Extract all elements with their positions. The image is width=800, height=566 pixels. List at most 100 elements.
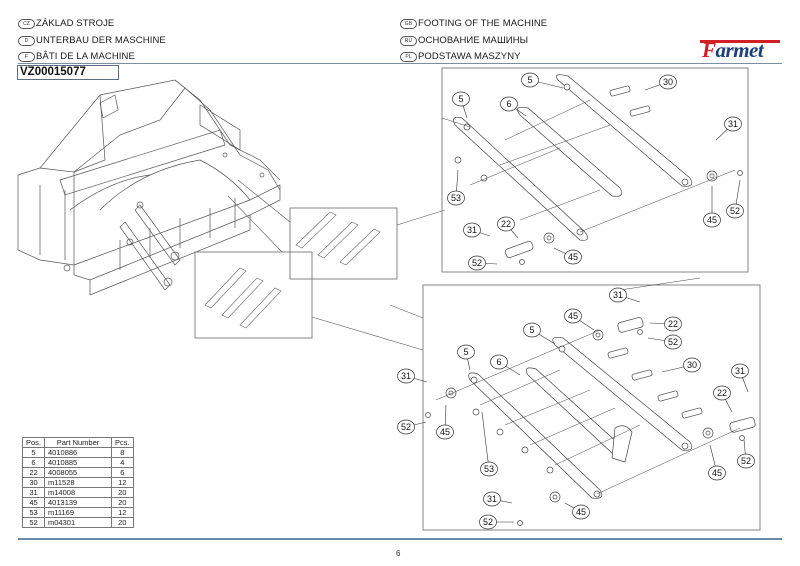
cell-pcs: 20: [111, 517, 134, 528]
callout-bubble: [436, 424, 454, 440]
farmet-logo: Farmet: [702, 38, 764, 63]
callout-bubble: [713, 385, 731, 401]
callout-bubble: [463, 222, 481, 238]
callout-bubble: [724, 116, 742, 132]
lang-badge-gb: GB: [400, 19, 417, 29]
leader-lines: [227, 179, 446, 351]
callout-label: 45: [568, 311, 578, 321]
detail-top-axis-lines: [441, 99, 736, 233]
footer-rule: [18, 538, 782, 540]
callout-label: 31: [467, 225, 477, 235]
cell-pos: 31: [21, 487, 46, 498]
callout-bubble: [737, 453, 755, 469]
callout-bubble: [479, 514, 497, 530]
lang-badge-pl: PL: [400, 52, 417, 62]
callout-label: 6: [506, 99, 511, 109]
title-gb-text: FOOTING OF THE MACHINE: [418, 18, 548, 29]
callout-label: 31: [401, 371, 411, 381]
cell-pos: 22: [21, 467, 46, 478]
callout-bubble: [731, 363, 749, 379]
cell-pos: 5: [21, 447, 46, 458]
col-pcs: Pcs.: [111, 437, 134, 448]
callout-bubble: [564, 308, 582, 324]
callout-bubble: [497, 216, 515, 232]
callout-label: 45: [568, 252, 578, 262]
cell-part: m11169: [44, 507, 113, 518]
col-pos: Pos.: [21, 437, 46, 448]
cell-pcs: 4: [111, 457, 134, 468]
callout-label: 45: [712, 468, 722, 478]
lang-badge-ru: RU: [400, 36, 417, 46]
callout-bubble: [452, 91, 470, 107]
callout-bubble: [708, 465, 726, 481]
detail-box-small-lower: [194, 251, 313, 339]
cell-pos: 52: [21, 517, 46, 528]
cell-part: m11528: [44, 477, 113, 488]
callout-label: 45: [707, 215, 717, 225]
callout-bubble: [480, 461, 498, 477]
callout-bubble: [521, 72, 539, 88]
callout-label: 30: [687, 360, 697, 370]
callout-bubble: [572, 504, 590, 520]
cell-part: 4010885: [44, 457, 113, 468]
document-id: VZ00015077: [17, 65, 119, 80]
callout-label: 53: [451, 193, 461, 203]
callout-bubble: [457, 344, 475, 360]
callout-label: 31: [728, 119, 738, 129]
logo-rest: armet: [715, 38, 764, 62]
callout-label: 22: [717, 388, 727, 398]
cell-pcs: 20: [111, 487, 134, 498]
callout-label: 52: [741, 456, 751, 466]
cell-pcs: 6: [111, 467, 134, 478]
callout-label: 22: [668, 319, 678, 329]
callout-label: 31: [487, 494, 497, 504]
detail-box-small-upper: [289, 207, 398, 280]
callout-bubble: [703, 212, 721, 228]
callout-label: 52: [668, 337, 678, 347]
cell-pcs: 12: [111, 507, 134, 518]
callout-bubble: [397, 419, 415, 435]
logo-first-letter: F: [702, 38, 716, 62]
lang-badge-cz: CZ: [18, 19, 35, 29]
callout-label: 30: [663, 77, 673, 87]
callout-bubble: [659, 74, 677, 90]
cell-pcs: 12: [111, 477, 134, 488]
cell-part: 4010886: [44, 447, 113, 458]
callout-bubble: [564, 249, 582, 265]
lang-badge-d: D: [18, 36, 35, 46]
title-pl-text: PODSTAWA MASZYNY: [418, 51, 521, 62]
callout-label: 22: [501, 219, 511, 229]
cell-part: 4013139: [44, 497, 113, 508]
detail-top-parts: [453, 74, 743, 265]
callout-label: 31: [735, 366, 745, 376]
callout-leader: [481, 411, 490, 470]
callout-bubble: [664, 316, 682, 332]
parts-table-header: Pos. Part Number Pcs.: [21, 437, 134, 448]
title-d-text: UNTERBAU DER MASCHINE: [36, 35, 166, 46]
callout-label: 52: [401, 422, 411, 432]
logo-bar: [700, 40, 780, 43]
header-rule: [18, 63, 782, 64]
callout-label: 45: [576, 507, 586, 517]
lang-badge-f: F: [18, 52, 35, 62]
small-box-parts: [204, 211, 381, 329]
col-part-number: Part Number: [44, 437, 113, 448]
detail-bottom-axis-lines: [389, 277, 741, 495]
callout-bubble: [483, 491, 501, 507]
callout-bubble: [609, 287, 627, 303]
callout-label: 5: [529, 325, 534, 335]
page-number: 6: [396, 549, 401, 558]
cell-pos: 53: [21, 507, 46, 518]
detail-box-bottom: [422, 284, 761, 531]
